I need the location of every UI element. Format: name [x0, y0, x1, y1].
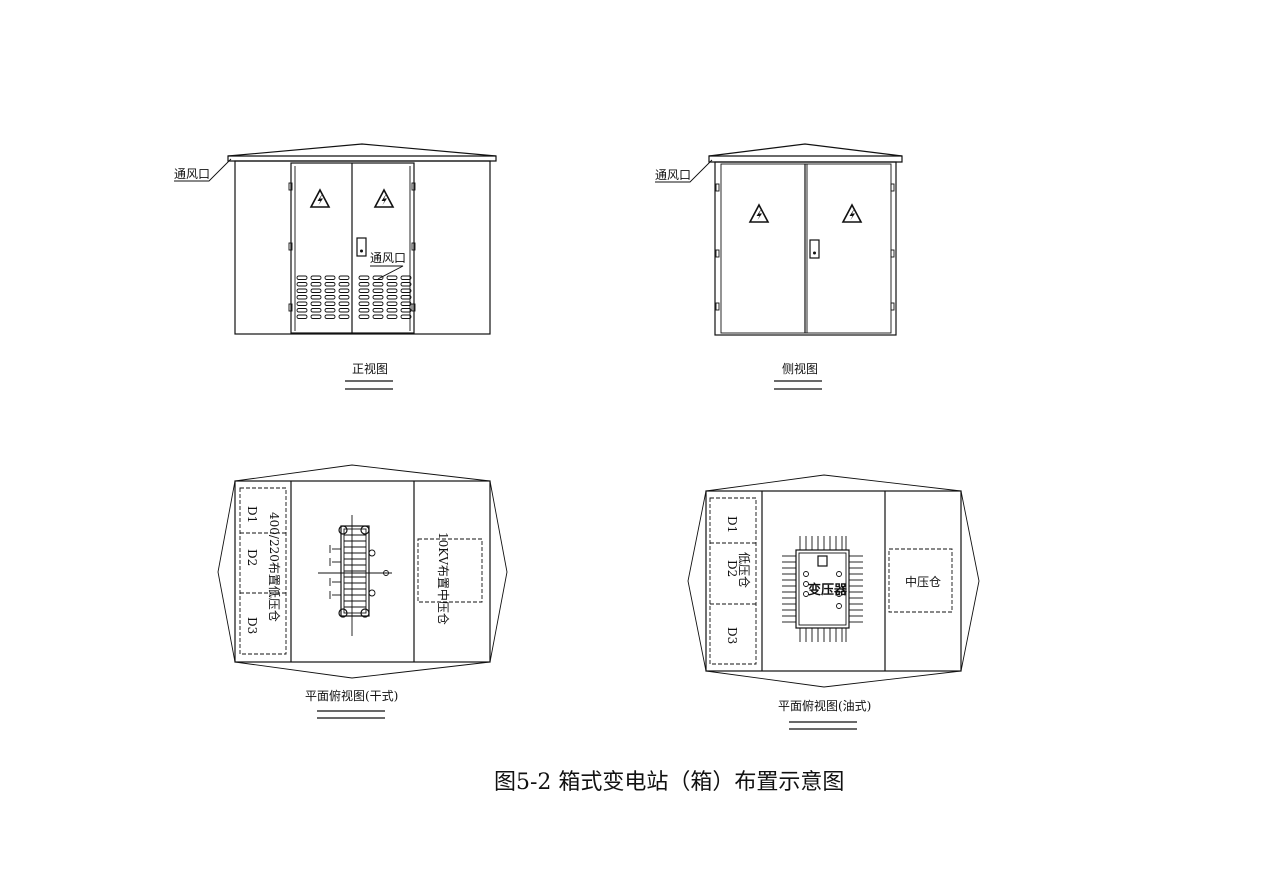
compartment-d2: D2 — [725, 560, 739, 577]
compartment-d2: D2 — [245, 549, 259, 566]
vent-label: 通风口 — [174, 167, 210, 181]
transformer-label: 变压器 — [808, 582, 848, 598]
high-voltage-warning-icon — [749, 204, 769, 223]
roof — [708, 155, 903, 163]
cabinet-body — [714, 161, 897, 336]
high-voltage-warning-icon — [374, 189, 394, 208]
figure-title: 图5-2 箱式变电站（箱）布置示意图 — [494, 770, 844, 795]
mv-compartment-label: 10KV布置中压仓 — [436, 532, 451, 625]
front-view-caption: 正视图 — [352, 361, 388, 376]
high-voltage-warning-icon — [842, 204, 862, 223]
side-view-caption: 侧视图 — [782, 361, 818, 376]
compartment-d3: D3 — [245, 617, 259, 634]
lv-compartment-label: 低压仓 — [737, 552, 751, 588]
roof — [227, 155, 497, 162]
mv-compartment-label: 中压仓 — [905, 574, 941, 589]
vent-label: 通风口 — [370, 251, 406, 265]
plan-outline — [234, 480, 491, 663]
front-view: 通风口 通风口 正视图 — [174, 143, 497, 390]
plan-view-dry: D1 D2 D3 400/220布置低压仓 10KV — [217, 464, 508, 719]
compartment-d1: D1 — [725, 516, 739, 533]
compartment-d1: D1 — [245, 506, 259, 523]
plan-view-oil: D1 D2 D3 低压仓 — [687, 474, 980, 730]
vent-louver-icon — [359, 276, 411, 319]
vent-label: 通风口 — [655, 168, 691, 182]
vent-louver-icon — [297, 276, 349, 319]
door-handle-icon — [809, 239, 820, 259]
compartment-d3: D3 — [725, 627, 739, 644]
lv-compartment-label: 400/220布置低压仓 — [267, 512, 281, 622]
roof-ridge — [227, 143, 497, 157]
dry-transformer-icon — [318, 515, 392, 636]
plan-oil-caption: 平面俯视图(油式) — [778, 698, 871, 713]
oil-transformer-icon: 变压器 — [782, 536, 864, 643]
plan-dry-caption: 平面俯视图(干式) — [305, 688, 398, 703]
high-voltage-warning-icon — [310, 189, 330, 208]
side-view: 通风口 侧视图 — [655, 143, 903, 390]
plan-outline — [705, 490, 962, 672]
door-handle-icon — [356, 237, 367, 257]
cabinet-body — [234, 160, 491, 335]
